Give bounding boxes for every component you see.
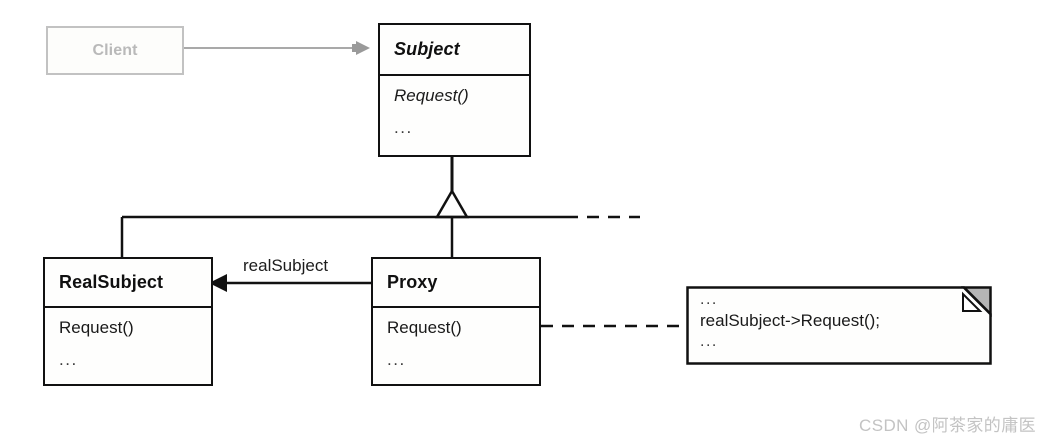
class-title-compartment-realsubject: RealSubject [45,259,211,306]
note-line-top: ... [700,291,718,308]
class-title-compartment-proxy: Proxy [373,259,539,306]
class-operations-compartment-proxy: Request() ... [373,306,539,384]
operation-request: Request() [387,318,462,337]
class-name-client: Client [92,41,138,59]
operation-ellipsis: ... [59,349,78,369]
note-text: ... realSubject->Request(); ... [700,292,984,365]
edge-generalization [120,157,640,258]
edge-proxy-to-realsubject [209,274,371,292]
class-operations-compartment-realsubject: Request() ... [45,306,211,384]
operation-request: Request() [394,86,469,105]
class-box-subject[interactable]: Subject Request() ... [378,23,531,157]
class-name-subject: Subject [394,39,460,59]
note-line-bottom: ... [700,333,718,350]
class-title-compartment-subject: Subject [380,25,529,74]
operation-request: Request() [59,318,134,337]
note-box[interactable]: ... realSubject->Request(); ... [686,286,992,365]
watermark: CSDN @阿茶家的庸医 [859,416,1036,435]
association-role-label: realSubject [243,256,329,275]
class-box-proxy[interactable]: Proxy Request() ... [371,257,541,386]
class-box-realsubject[interactable]: RealSubject Request() ... [43,257,213,386]
class-name-realsubject: RealSubject [59,272,164,292]
operation-ellipsis: ... [387,349,406,369]
note-shape [686,286,992,365]
class-operations-compartment-subject: Request() ... [380,74,529,155]
operation-ellipsis: ... [394,117,413,137]
class-name-proxy: Proxy [387,272,438,292]
class-box-client[interactable]: Client [46,26,184,75]
note-line-code: realSubject->Request(); [700,311,881,330]
edge-client-to-subject [184,41,370,55]
